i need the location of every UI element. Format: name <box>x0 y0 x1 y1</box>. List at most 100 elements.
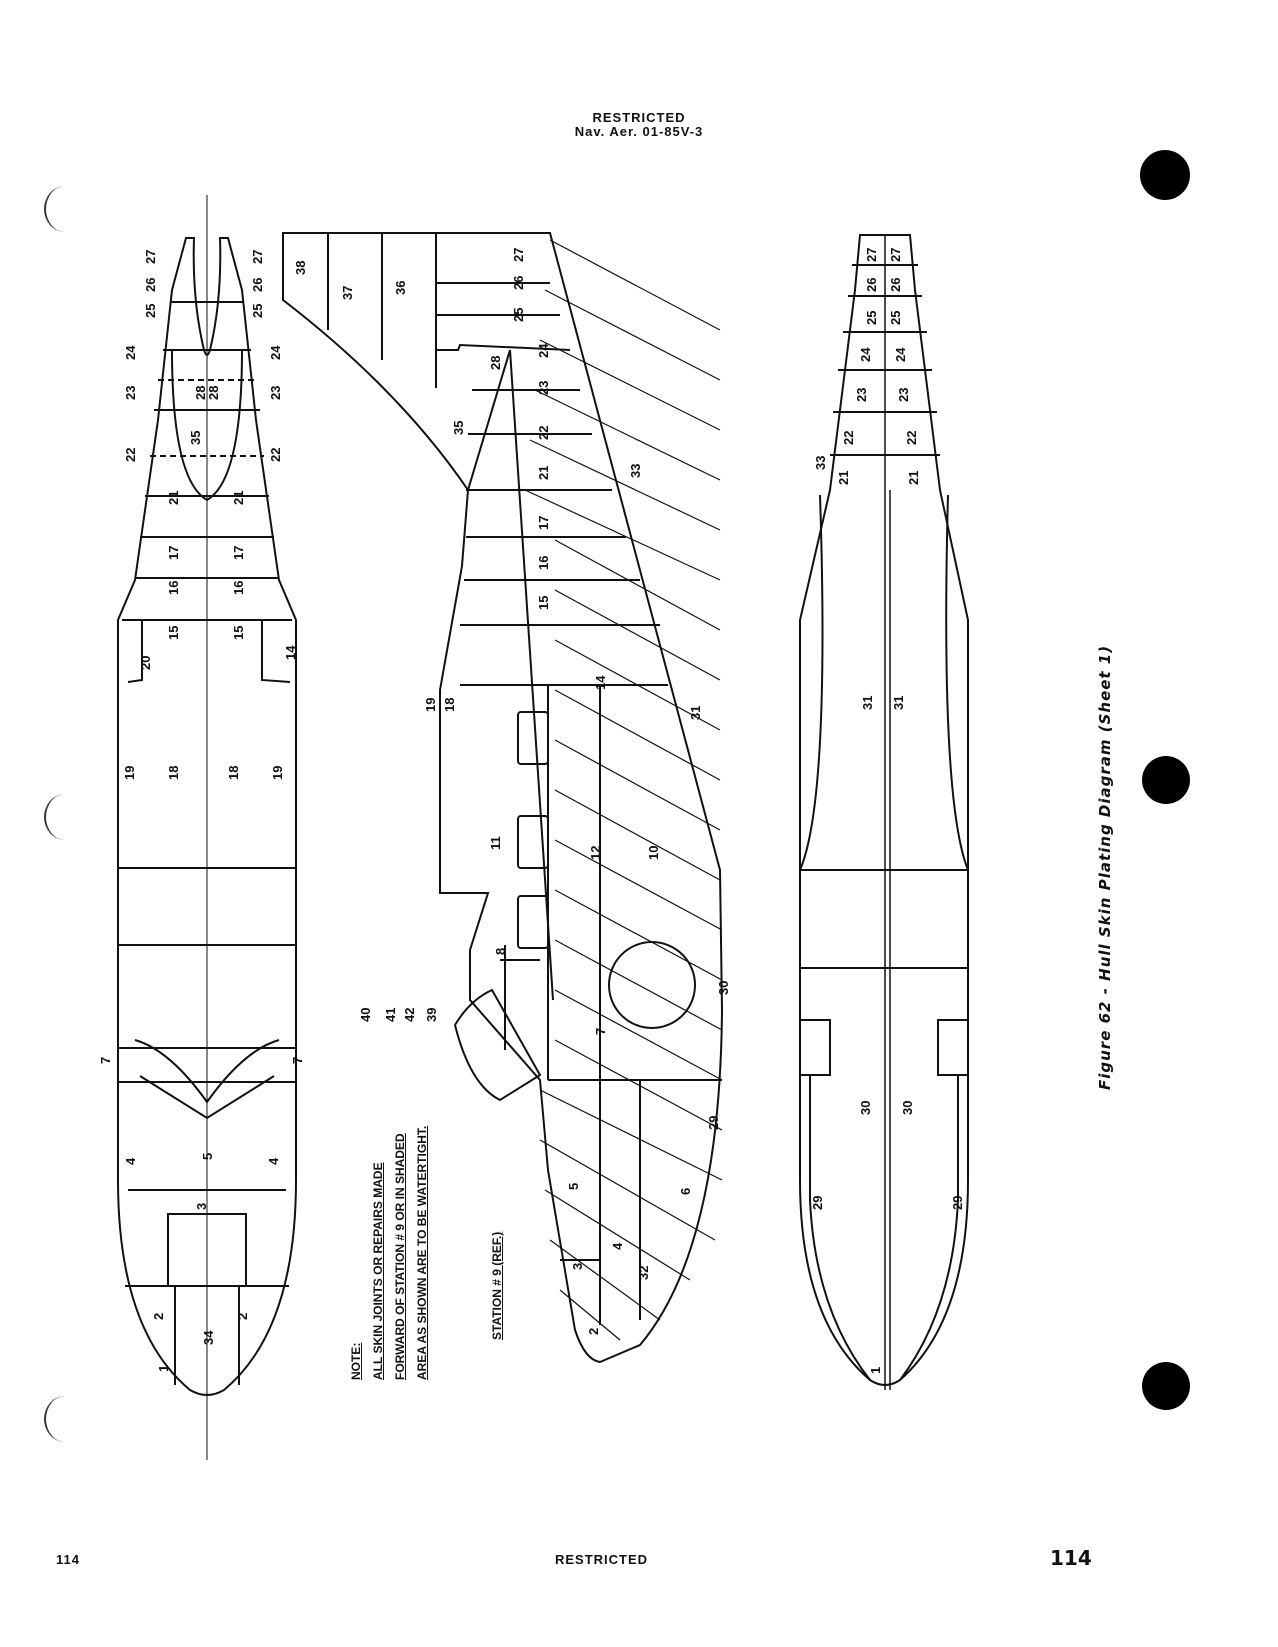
svg-text:26: 26 <box>864 278 879 292</box>
binder-hole-right-bottom <box>1142 1362 1190 1410</box>
svg-text:31: 31 <box>860 696 875 710</box>
binder-hole-right-top <box>1140 150 1190 200</box>
svg-text:25: 25 <box>511 308 526 322</box>
svg-text:33: 33 <box>628 464 643 478</box>
svg-text:24: 24 <box>858 347 873 362</box>
svg-text:22: 22 <box>904 431 919 445</box>
svg-text:29: 29 <box>706 1116 721 1130</box>
svg-text:42: 42 <box>402 1008 417 1022</box>
svg-text:4: 4 <box>610 1242 625 1250</box>
watertight-note: NOTE: ALL SKIN JOINTS OR REPAIRS MADE FO… <box>345 1126 433 1380</box>
footer-left-page: 114 <box>56 1552 80 1567</box>
svg-text:35: 35 <box>188 431 203 445</box>
side-view-hull <box>282 232 724 1364</box>
svg-text:31: 31 <box>891 696 906 710</box>
svg-text:38: 38 <box>293 261 308 275</box>
svg-text:23: 23 <box>123 386 138 400</box>
svg-text:22: 22 <box>123 448 138 462</box>
note-title: NOTE: <box>349 1342 363 1380</box>
svg-text:35: 35 <box>451 421 466 435</box>
svg-text:27: 27 <box>888 248 903 262</box>
svg-text:19: 19 <box>122 766 137 780</box>
svg-text:5: 5 <box>200 1153 215 1160</box>
svg-text:5: 5 <box>566 1183 581 1190</box>
svg-text:25: 25 <box>864 311 879 325</box>
svg-text:18: 18 <box>166 766 181 780</box>
svg-text:1: 1 <box>868 1367 883 1374</box>
svg-text:18: 18 <box>442 698 457 712</box>
svg-text:23: 23 <box>536 381 551 395</box>
svg-text:19: 19 <box>423 698 438 712</box>
svg-text:25: 25 <box>250 304 265 318</box>
svg-text:17: 17 <box>536 516 551 530</box>
svg-text:15: 15 <box>166 626 181 640</box>
svg-text:27: 27 <box>511 248 526 262</box>
svg-text:26: 26 <box>250 278 265 292</box>
svg-text:16: 16 <box>166 581 181 595</box>
svg-text:3: 3 <box>570 1263 585 1270</box>
svg-text:26: 26 <box>511 276 526 290</box>
footer-classification: RESTRICTED <box>555 1552 649 1567</box>
svg-text:40: 40 <box>358 1008 373 1022</box>
svg-text:30: 30 <box>900 1101 915 1115</box>
svg-text:36: 36 <box>393 281 408 295</box>
svg-text:30: 30 <box>858 1101 873 1115</box>
svg-text:10: 10 <box>646 846 661 860</box>
svg-text:29: 29 <box>810 1196 825 1210</box>
svg-text:3: 3 <box>194 1203 209 1210</box>
binder-hole-mid <box>44 794 86 840</box>
binder-hole-right-mid <box>1142 756 1190 804</box>
svg-text:22: 22 <box>536 426 551 440</box>
svg-text:23: 23 <box>896 388 911 402</box>
svg-text:4: 4 <box>266 1157 281 1165</box>
svg-text:7: 7 <box>593 1028 608 1035</box>
svg-text:41: 41 <box>383 1008 398 1022</box>
svg-text:18: 18 <box>226 766 241 780</box>
svg-text:22: 22 <box>841 431 856 445</box>
station-9-label: STATION # 9 (REF.) <box>490 1231 504 1340</box>
svg-text:23: 23 <box>268 386 283 400</box>
svg-text:27: 27 <box>864 248 879 262</box>
svg-text:27: 27 <box>250 250 265 264</box>
svg-text:24: 24 <box>268 345 283 360</box>
svg-text:24: 24 <box>123 345 138 360</box>
header-classification: RESTRICTED <box>592 110 686 125</box>
shaded-watertight-area <box>524 239 723 1341</box>
svg-text:15: 15 <box>231 626 246 640</box>
note-line-3: AREA AS SHOWN ARE TO BE WATERTIGHT. <box>415 1125 429 1380</box>
svg-text:25: 25 <box>888 311 903 325</box>
svg-text:25: 25 <box>143 304 158 318</box>
svg-text:16: 16 <box>231 581 246 595</box>
svg-text:26: 26 <box>143 278 158 292</box>
svg-text:23: 23 <box>854 388 869 402</box>
svg-text:8: 8 <box>493 948 508 955</box>
svg-text:2: 2 <box>151 1313 166 1320</box>
svg-text:29: 29 <box>950 1196 965 1210</box>
svg-text:17: 17 <box>166 546 181 560</box>
svg-text:21: 21 <box>536 466 551 480</box>
svg-text:21: 21 <box>836 471 851 485</box>
svg-text:32: 32 <box>636 1266 651 1280</box>
svg-text:4: 4 <box>123 1157 138 1165</box>
svg-text:6: 6 <box>678 1188 693 1195</box>
svg-text:37: 37 <box>340 286 355 300</box>
top-view-hull <box>117 195 297 1460</box>
svg-text:15: 15 <box>536 596 551 610</box>
bottom-view-hull <box>799 234 969 1390</box>
svg-text:28: 28 <box>488 356 503 370</box>
svg-text:14: 14 <box>283 645 298 660</box>
svg-text:30: 30 <box>716 981 731 995</box>
svg-text:11: 11 <box>488 836 503 850</box>
svg-text:14: 14 <box>593 675 608 690</box>
svg-text:28: 28 <box>206 386 221 400</box>
binder-hole-top <box>44 186 86 232</box>
note-line-2: FORWARD OF STATION # 9 OR IN SHADED <box>393 1133 407 1380</box>
svg-text:21: 21 <box>906 471 921 485</box>
svg-text:21: 21 <box>166 491 181 505</box>
svg-text:2: 2 <box>235 1313 250 1320</box>
svg-text:24: 24 <box>893 347 908 362</box>
svg-text:39: 39 <box>424 1008 439 1022</box>
svg-text:20: 20 <box>138 656 153 670</box>
svg-text:16: 16 <box>536 556 551 570</box>
